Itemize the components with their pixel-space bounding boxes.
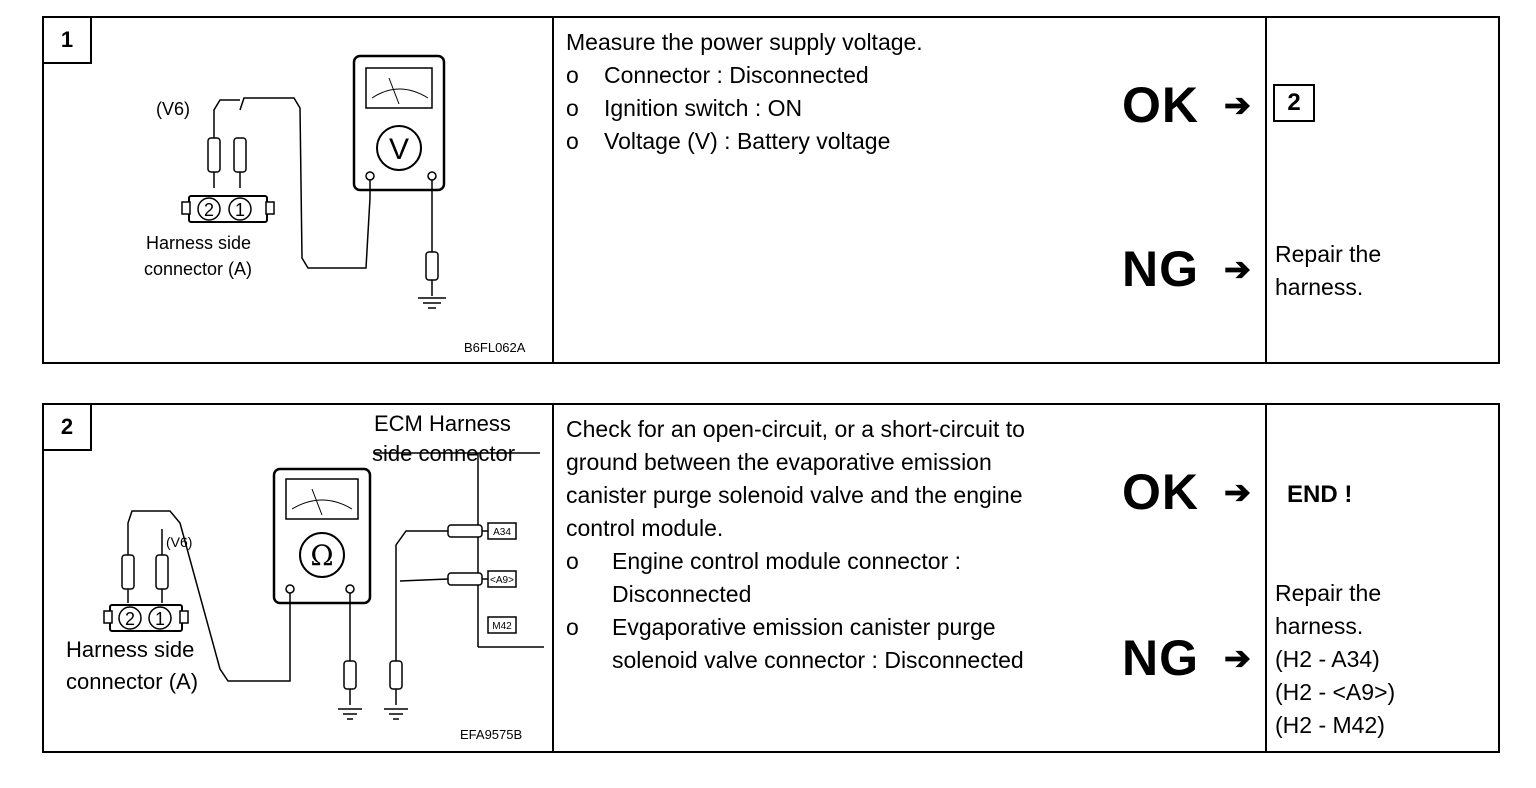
instruction-line: canister purge solenoid valve and the en… xyxy=(566,482,1023,508)
ng-label: NG xyxy=(1122,630,1199,686)
arrow-right-icon: ➔ xyxy=(1224,251,1251,287)
connector-label-line1: Harness side xyxy=(66,637,195,662)
arrow-right-icon: ➔ xyxy=(1224,87,1251,123)
bullet-text: Ignition switch : ON xyxy=(604,95,803,121)
terminal-m42-label: M42 xyxy=(492,621,512,632)
arrow-right-icon: ➔ xyxy=(1224,640,1251,676)
ecm-label-line1: ECM Harness xyxy=(374,411,511,436)
instruction-line: control module. xyxy=(566,515,724,541)
step-2-instructions-cell: Check for an open-circuit, or a short-ci… xyxy=(554,405,1267,751)
continuity-check-diagram: A34 <A9> M42 xyxy=(103,452,544,720)
bullet-text: Connector : Disconnected xyxy=(604,62,869,88)
next-step-box[interactable]: 2 xyxy=(1273,84,1315,122)
ok-result-end: END ! xyxy=(1287,481,1353,508)
bullet-text: Evgaporative emission canister purge xyxy=(612,614,996,640)
step-1-diagram-cell: 1 xyxy=(44,18,554,362)
bullet-marker: o xyxy=(566,62,579,88)
instruction-line: Check for an open-circuit, or a short-ci… xyxy=(566,416,1025,442)
ng-result-line: Repair the xyxy=(1275,580,1382,606)
figure-code: EFA9575B xyxy=(460,727,523,742)
connector-label-line2: connector (A) xyxy=(66,669,199,694)
v6-label: (V6) xyxy=(156,99,191,119)
v6-label: (V6) xyxy=(166,534,193,550)
terminal-a34-label: A34 xyxy=(493,527,511,538)
step-2-row: 2 A34 <A9> M42 xyxy=(42,403,1500,753)
step-1-number: 1 xyxy=(44,18,92,64)
ng-result-line: harness. xyxy=(1275,274,1364,300)
step-1-result-cell: 2 Repair the harness. xyxy=(1267,18,1498,362)
bullet-text: solenoid valve connector : Disconnected xyxy=(612,647,1024,673)
bullet-marker: o xyxy=(566,548,579,574)
bullet-marker: o xyxy=(566,614,579,640)
ok-label: OK xyxy=(1122,464,1199,520)
ecm-label-line2: side connector xyxy=(372,441,516,466)
step-2-result-cell: END ! Repair the harness. (H2 - A34) (H2… xyxy=(1267,405,1498,751)
ng-result-line: (H2 - A34) xyxy=(1275,646,1380,672)
ng-result-line: Repair the xyxy=(1275,241,1382,267)
terminal-a9-label: <A9> xyxy=(490,575,514,586)
connector-label-line1: Harness side xyxy=(146,233,252,253)
bullet-marker: o xyxy=(566,95,579,121)
pin-1-label: 1 xyxy=(235,200,245,220)
bullet-text: Voltage (V) : Battery voltage xyxy=(604,128,891,154)
pin-2-label: 2 xyxy=(204,200,214,220)
figure-code: B6FL062A xyxy=(464,340,526,355)
voltage-measurement-diagram: 2 1 V xyxy=(181,54,446,309)
ok-label: OK xyxy=(1122,77,1199,133)
step-1-row: 1 xyxy=(42,16,1500,364)
meter-symbol: V xyxy=(389,133,409,166)
instruction-line: ground between the evaporative emission xyxy=(566,449,992,475)
pin-2-label: 2 xyxy=(125,609,135,629)
step-2-diagram-cell: 2 A34 <A9> M42 xyxy=(44,405,554,751)
ng-result-line: (H2 - M42) xyxy=(1275,712,1385,738)
bullet-text: Disconnected xyxy=(612,581,752,607)
meter-symbol: Ω xyxy=(310,539,333,572)
bullet-marker: o xyxy=(566,128,579,154)
step-1-instruction: Measure the power supply voltage. xyxy=(566,29,923,55)
ng-result-line: (H2 - <A9>) xyxy=(1275,679,1396,705)
ng-result-line: harness. xyxy=(1275,613,1364,639)
ng-label: NG xyxy=(1122,241,1199,297)
bullet-text: Engine control module connector : xyxy=(612,548,962,574)
step-1-instructions-cell: Measure the power supply voltage. o Conn… xyxy=(554,18,1267,362)
pin-1-label: 1 xyxy=(155,609,165,629)
arrow-right-icon: ➔ xyxy=(1224,474,1251,510)
step-2-number: 2 xyxy=(44,405,92,451)
connector-label-line2: connector (A) xyxy=(144,259,253,279)
